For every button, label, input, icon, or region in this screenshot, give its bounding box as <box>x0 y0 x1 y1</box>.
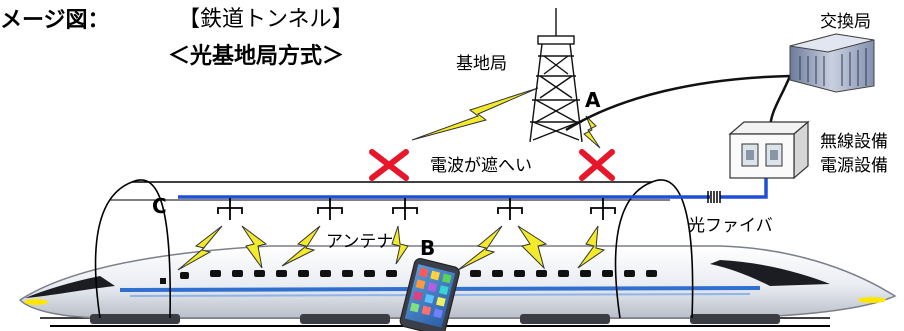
blocked-marks <box>369 149 615 181</box>
title-line-2: ＜光基地局方式＞ <box>168 44 345 69</box>
radio-equipment-label: 無線設備 <box>820 132 888 152</box>
exchange-label: 交換局 <box>820 12 871 32</box>
smartphone <box>399 257 460 331</box>
tunnel <box>94 179 694 319</box>
headlight-left <box>24 299 48 305</box>
heading: メージ図： <box>0 8 110 33</box>
power-equipment-label: 電源設備 <box>820 156 888 176</box>
marker-c: C <box>152 194 167 218</box>
marker-a: A <box>585 88 601 112</box>
train <box>18 245 897 324</box>
exchange-building <box>789 33 875 93</box>
equipment-cabinet <box>728 120 810 180</box>
antennas <box>217 198 616 220</box>
title-line-1: 【鉄道トンネル】 <box>178 7 354 32</box>
headlight-right <box>858 297 886 303</box>
radio-waves <box>177 87 606 271</box>
cable <box>178 176 768 199</box>
fiber-label: 光ファイバ <box>688 216 773 236</box>
marker-b: B <box>420 236 436 260</box>
antenna-label: アンテナ <box>326 232 394 252</box>
fiber-connector <box>707 191 721 203</box>
base-station-label: 基地局 <box>456 54 507 74</box>
tower <box>529 8 583 143</box>
blocked-label: 電波が遮へい <box>430 156 532 176</box>
